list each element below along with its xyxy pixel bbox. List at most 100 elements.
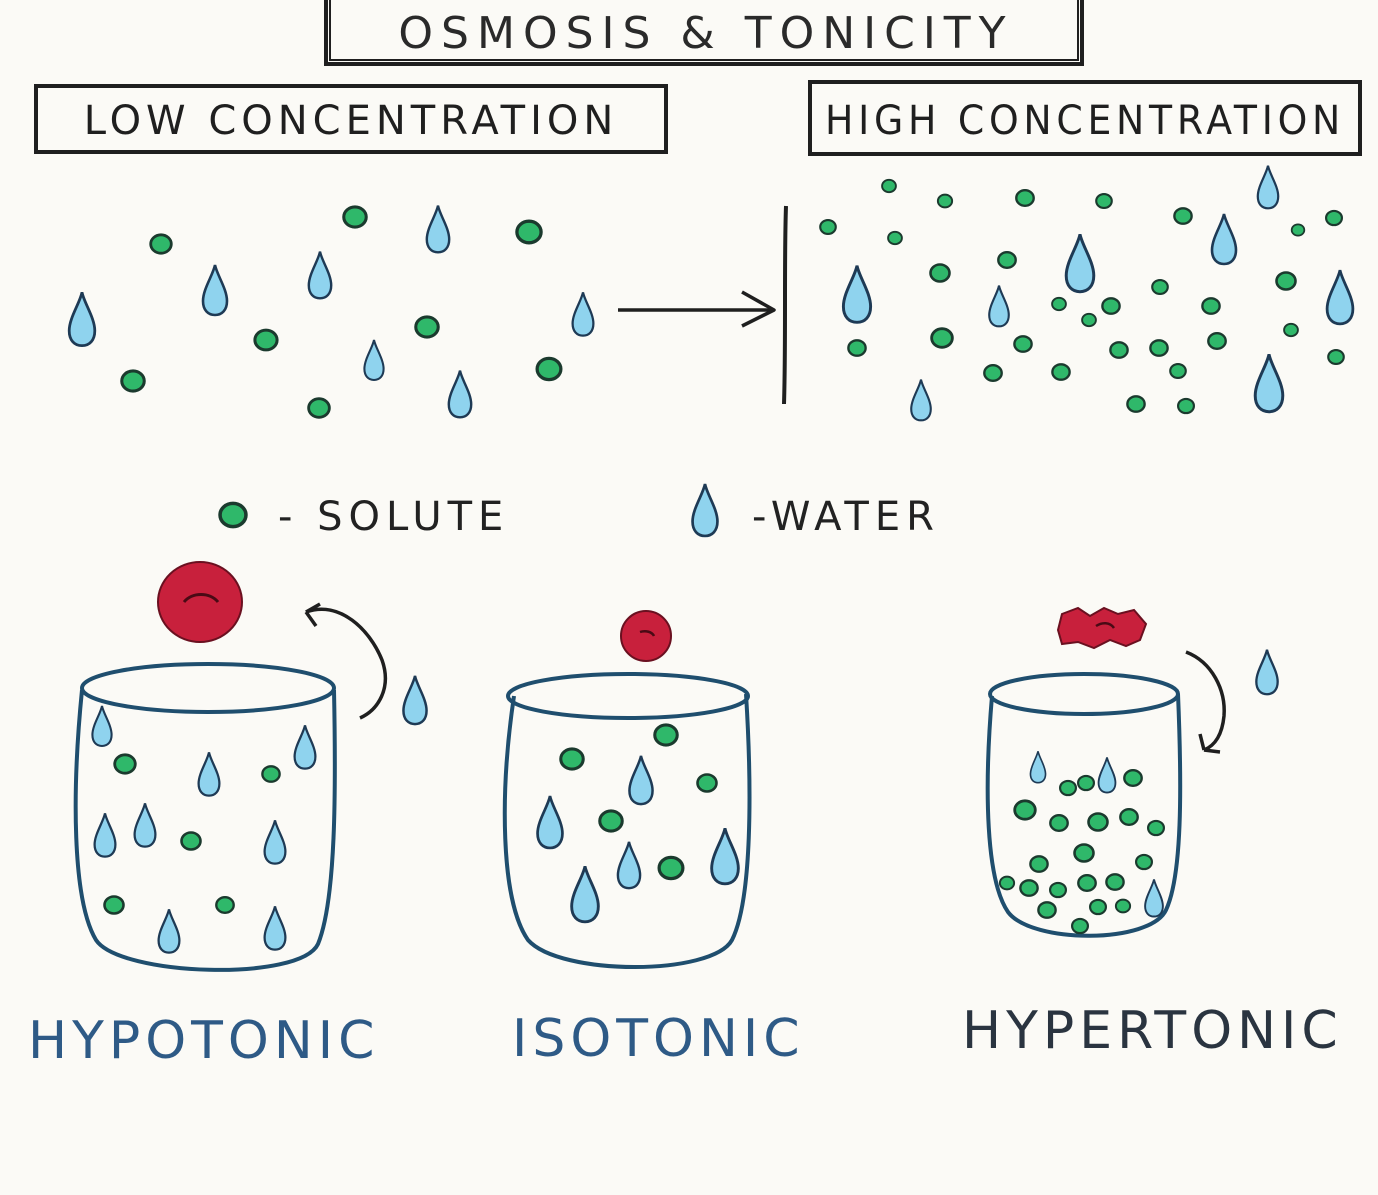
water-drop-icon (1029, 750, 1047, 784)
solute-particle (103, 895, 125, 915)
water-flow-arrow (305, 607, 388, 720)
solute-particle (119, 369, 147, 393)
solute-particle (819, 218, 837, 236)
solute-particle (998, 875, 1016, 891)
solute-particle (1048, 881, 1068, 899)
water-drop-icon (909, 378, 933, 422)
water-drop-icon (157, 908, 181, 954)
solute-particle (930, 327, 954, 349)
solute-particle (1114, 898, 1132, 914)
solute-particle (1088, 898, 1108, 916)
solute-legend-label: - SOLUTE (278, 494, 509, 540)
solute-particle (1029, 855, 1049, 873)
solute-particle (1206, 331, 1228, 351)
solute-particle (559, 747, 585, 771)
isotonic-label: ISOTONIC (512, 1009, 805, 1069)
solute-particle (1146, 819, 1166, 837)
solute-particle (598, 809, 624, 833)
water-drop-icon (628, 754, 654, 806)
water-drop-icon (1210, 212, 1238, 266)
swollen-red-cell (157, 561, 243, 643)
water-drop-icon (1097, 756, 1117, 794)
solute-particle (535, 356, 563, 382)
water-drop-icon (536, 794, 564, 850)
solute-particle (996, 250, 1018, 270)
solute-particle (1076, 774, 1096, 792)
solute-particle (1327, 348, 1345, 366)
water-drop-icon (293, 724, 317, 770)
solute-particle (1037, 901, 1057, 919)
solute-particle (1176, 397, 1196, 415)
solute-particle (1073, 843, 1095, 863)
solute-particle (1058, 779, 1078, 797)
low-concentration-box: LOW CONCENTRATION (34, 84, 668, 154)
solute-particle (982, 363, 1004, 383)
solute-particle (253, 328, 279, 352)
hypertonic-label: HYPERTONIC (962, 1001, 1343, 1061)
water-drop-icon (425, 204, 451, 254)
solute-particle (1134, 853, 1154, 871)
solute-particle (342, 205, 368, 229)
water-drop-icon (616, 840, 642, 890)
solute-particle (1290, 223, 1306, 237)
osmosis-arrow (618, 290, 776, 328)
solute-particle (1118, 807, 1140, 827)
solute-particle (655, 725, 677, 745)
water-drop-icon (1325, 268, 1355, 326)
water-legend-label: -WATER (752, 494, 940, 540)
solute-particle (149, 233, 173, 255)
solute-particle (1283, 322, 1299, 338)
solute-particle (696, 773, 718, 793)
water-drop-icon (67, 290, 97, 348)
water-drop-icon (841, 264, 873, 324)
solute-particle (1014, 188, 1036, 208)
solute-particle (517, 221, 541, 243)
title-box: OSMOSIS & TONICITY (324, 0, 1084, 66)
water-drop-icon (1255, 648, 1279, 696)
water-drop-icon (1253, 352, 1285, 414)
isotonic-beaker (502, 610, 752, 969)
hypotonic-beaker (73, 561, 429, 972)
solute-particle (1081, 312, 1097, 328)
solute-particle (1094, 192, 1114, 210)
solute-particle (1151, 278, 1169, 296)
solute-particle (1105, 873, 1125, 891)
water-drop-icon (1256, 164, 1280, 210)
membrane-line (782, 205, 788, 405)
low-concentration-label: LOW CONCENTRATION (84, 98, 619, 144)
water-drop-icon (91, 704, 113, 748)
solute-particle (1101, 297, 1121, 315)
water-drop-icon (571, 291, 595, 337)
solute-particle (261, 765, 281, 783)
water-flow-arrow (1185, 650, 1226, 752)
high-concentration-label: HIGH CONCENTRATION (825, 98, 1345, 144)
solute-particle (1169, 362, 1187, 380)
solute-particle (1076, 873, 1098, 893)
diagram-title: OSMOSIS & TONICITY (398, 8, 1013, 59)
solute-particle (1324, 209, 1344, 227)
solute-particle (881, 178, 897, 194)
solute-particle (929, 263, 951, 283)
water-drop-icon (570, 864, 600, 924)
water-drop-icon (197, 751, 221, 797)
water-drop-icon (201, 263, 229, 317)
solute-particle (1173, 207, 1193, 225)
water-drop-icon (1064, 232, 1096, 294)
solute-particle (1149, 339, 1169, 357)
solute-particle (180, 831, 202, 851)
solute-particle (1013, 799, 1037, 821)
solute-particle (936, 193, 954, 209)
solute-particle (113, 753, 137, 775)
solute-particle (1019, 879, 1039, 897)
solute-legend-icon (218, 501, 248, 529)
solute-particle (1051, 296, 1067, 312)
solute-particle (1275, 271, 1297, 291)
water-drop-icon (363, 338, 385, 382)
solute-particle (1070, 917, 1090, 935)
water-drop-icon (401, 674, 429, 726)
hypertonic-beaker (985, 606, 1279, 938)
solute-particle (657, 855, 685, 881)
normal-red-cell (620, 610, 672, 662)
water-drop-icon (1144, 878, 1164, 918)
